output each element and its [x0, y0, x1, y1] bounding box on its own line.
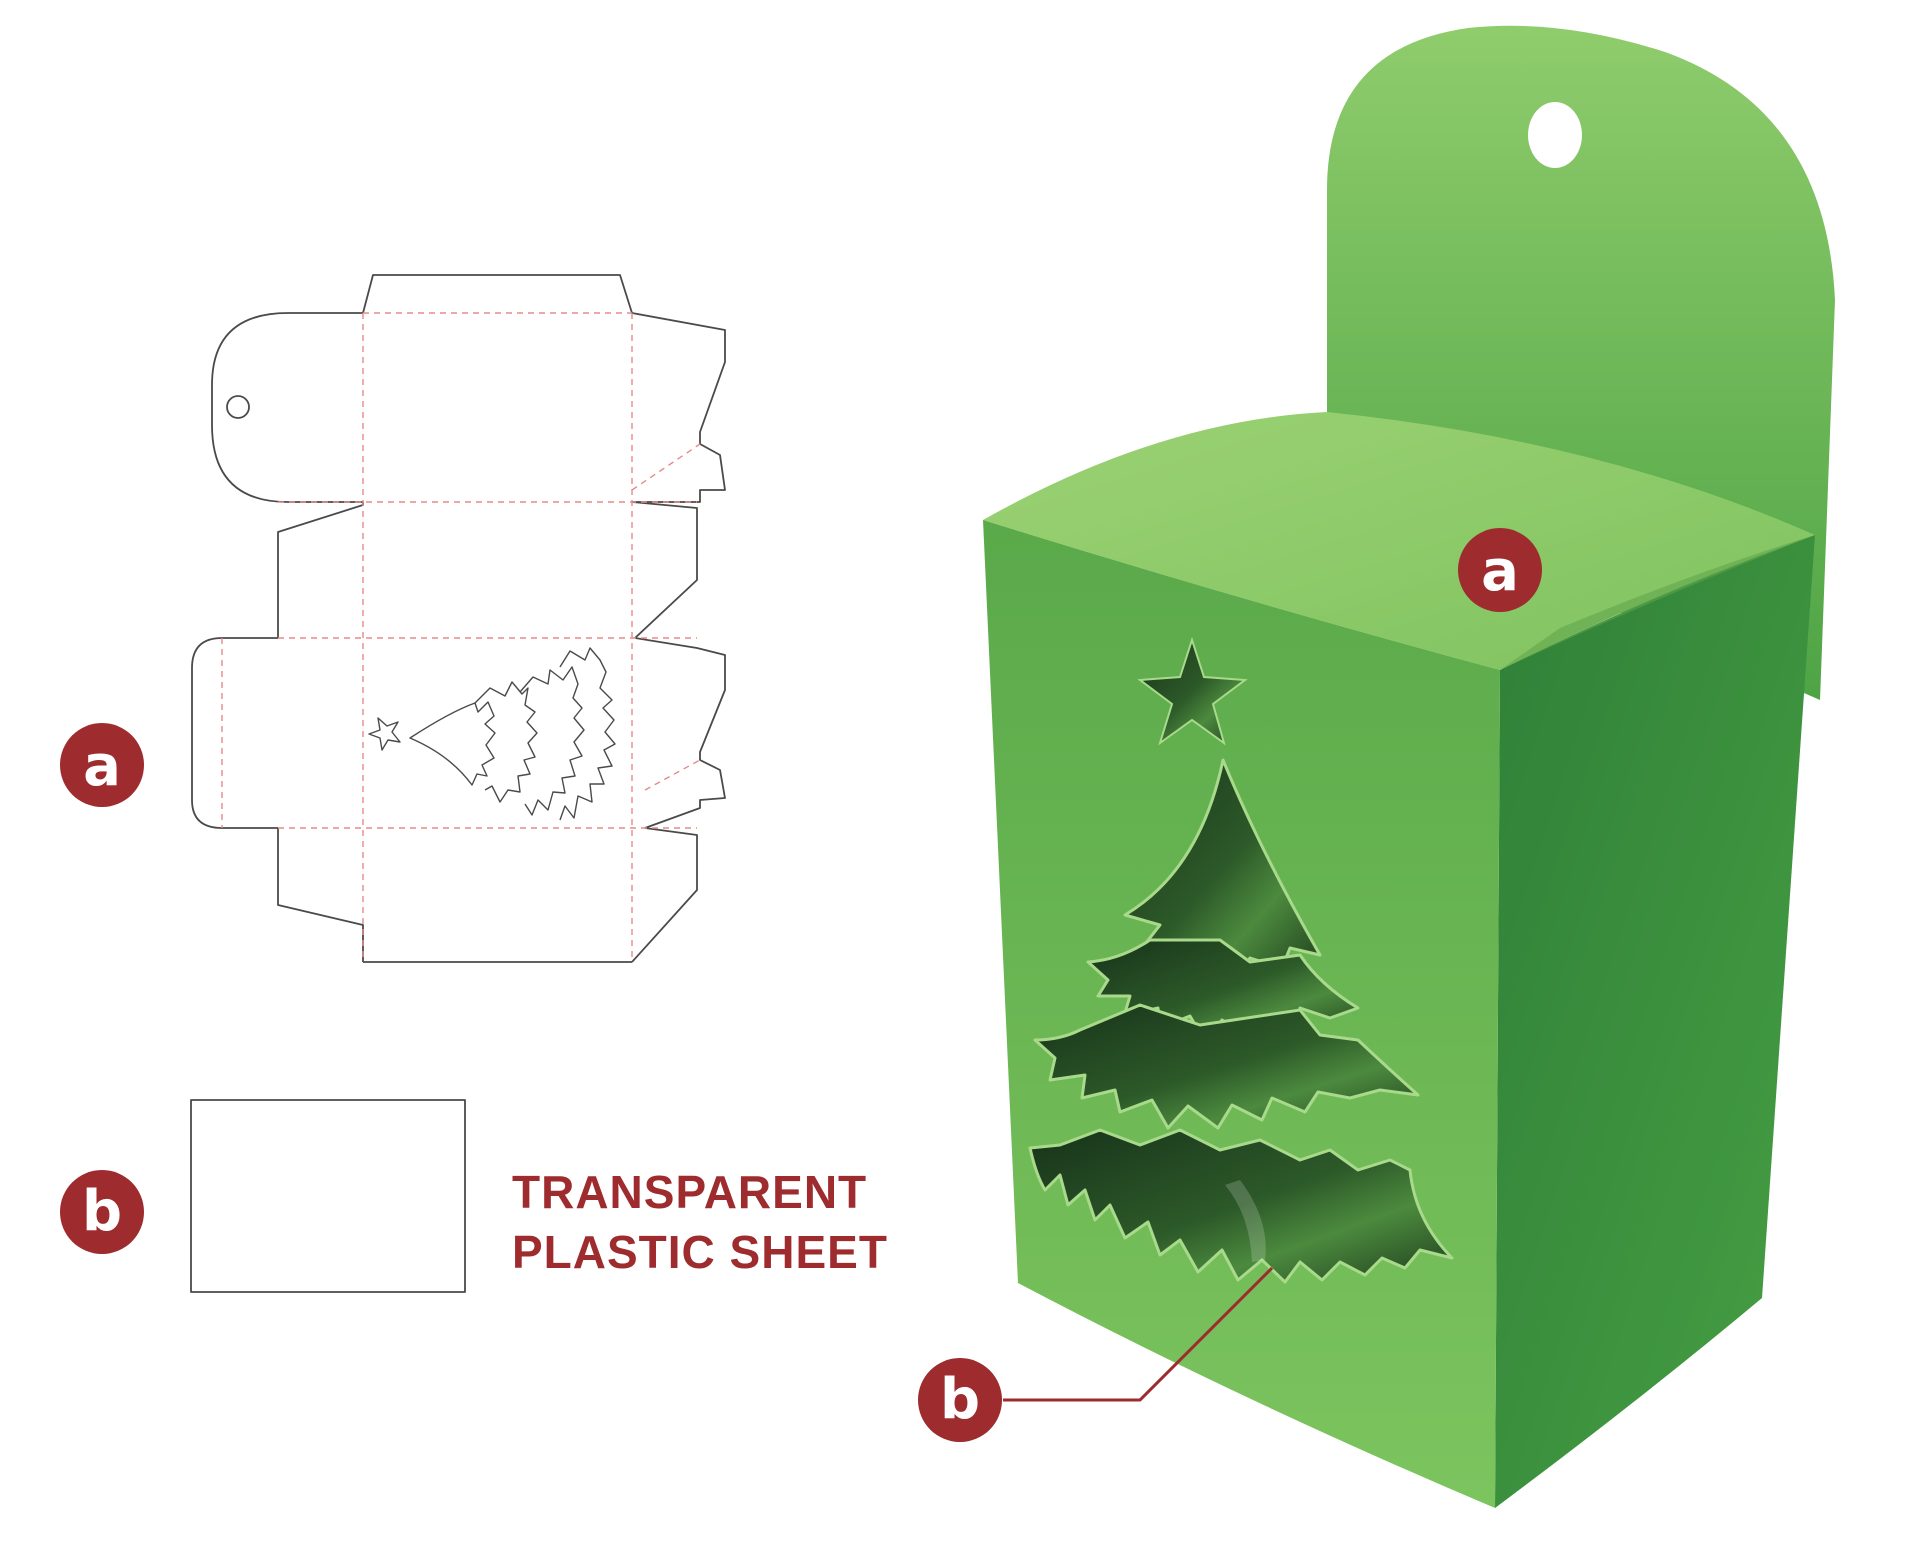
- svg-text:b: b: [82, 1179, 122, 1244]
- badge-a-box: a: [1458, 528, 1542, 612]
- svg-text:b: b: [940, 1367, 980, 1432]
- window-tree-bottom-tier: [1028, 1128, 1454, 1284]
- dieline-upper-right-flap: [631, 501, 698, 639]
- dieline-front-right-flap: [634, 637, 726, 829]
- dieline-lower-right: [631, 827, 698, 963]
- dieline-front-panel: [191, 637, 278, 829]
- dieline-upper-left-flap: [277, 502, 364, 638]
- caption-line-1: TRANSPARENT: [512, 1166, 867, 1218]
- badge-b-box: b: [918, 1358, 1002, 1442]
- window-tree-third-tier: [1033, 1003, 1420, 1130]
- dieline-tree-bottom-tier: [559, 647, 616, 821]
- dieline-tree-cutout: [368, 647, 616, 821]
- window-star-icon: [1137, 636, 1248, 746]
- dieline-hang-hole: [226, 395, 250, 419]
- svg-text:a: a: [1481, 539, 1519, 604]
- plastic-sheen: [1225, 1180, 1266, 1262]
- dieline-tree-lower-tier: [519, 666, 585, 816]
- dieline-top-flap: [362, 274, 633, 314]
- leader-line-b: [1003, 1266, 1274, 1402]
- dieline-lower-left: [277, 828, 364, 962]
- dieline-a: [191, 274, 726, 963]
- window-tree: [1028, 758, 1454, 1284]
- box-top-panel: [983, 412, 1815, 670]
- box-hang-hole: [1528, 102, 1582, 168]
- badge-b-sheet: b: [60, 1170, 144, 1254]
- badge-a-dieline: a: [60, 723, 144, 807]
- dieline-hanger-tab: [211, 312, 363, 503]
- plastic-sheet-outline: [190, 1099, 466, 1293]
- svg-text:a: a: [83, 734, 121, 799]
- dieline-tree-middle-tier: [474, 681, 538, 803]
- dieline-tree-star-icon: [368, 717, 401, 751]
- dieline-fold-lines: [221, 312, 701, 962]
- caption-line-2: PLASTIC SHEET: [512, 1226, 888, 1278]
- box-side-panel: [1495, 535, 1815, 1508]
- dieline-right-flap-top: [631, 312, 726, 503]
- box-3d: [983, 25, 1835, 1508]
- dieline-tree-top-tier: [409, 701, 496, 786]
